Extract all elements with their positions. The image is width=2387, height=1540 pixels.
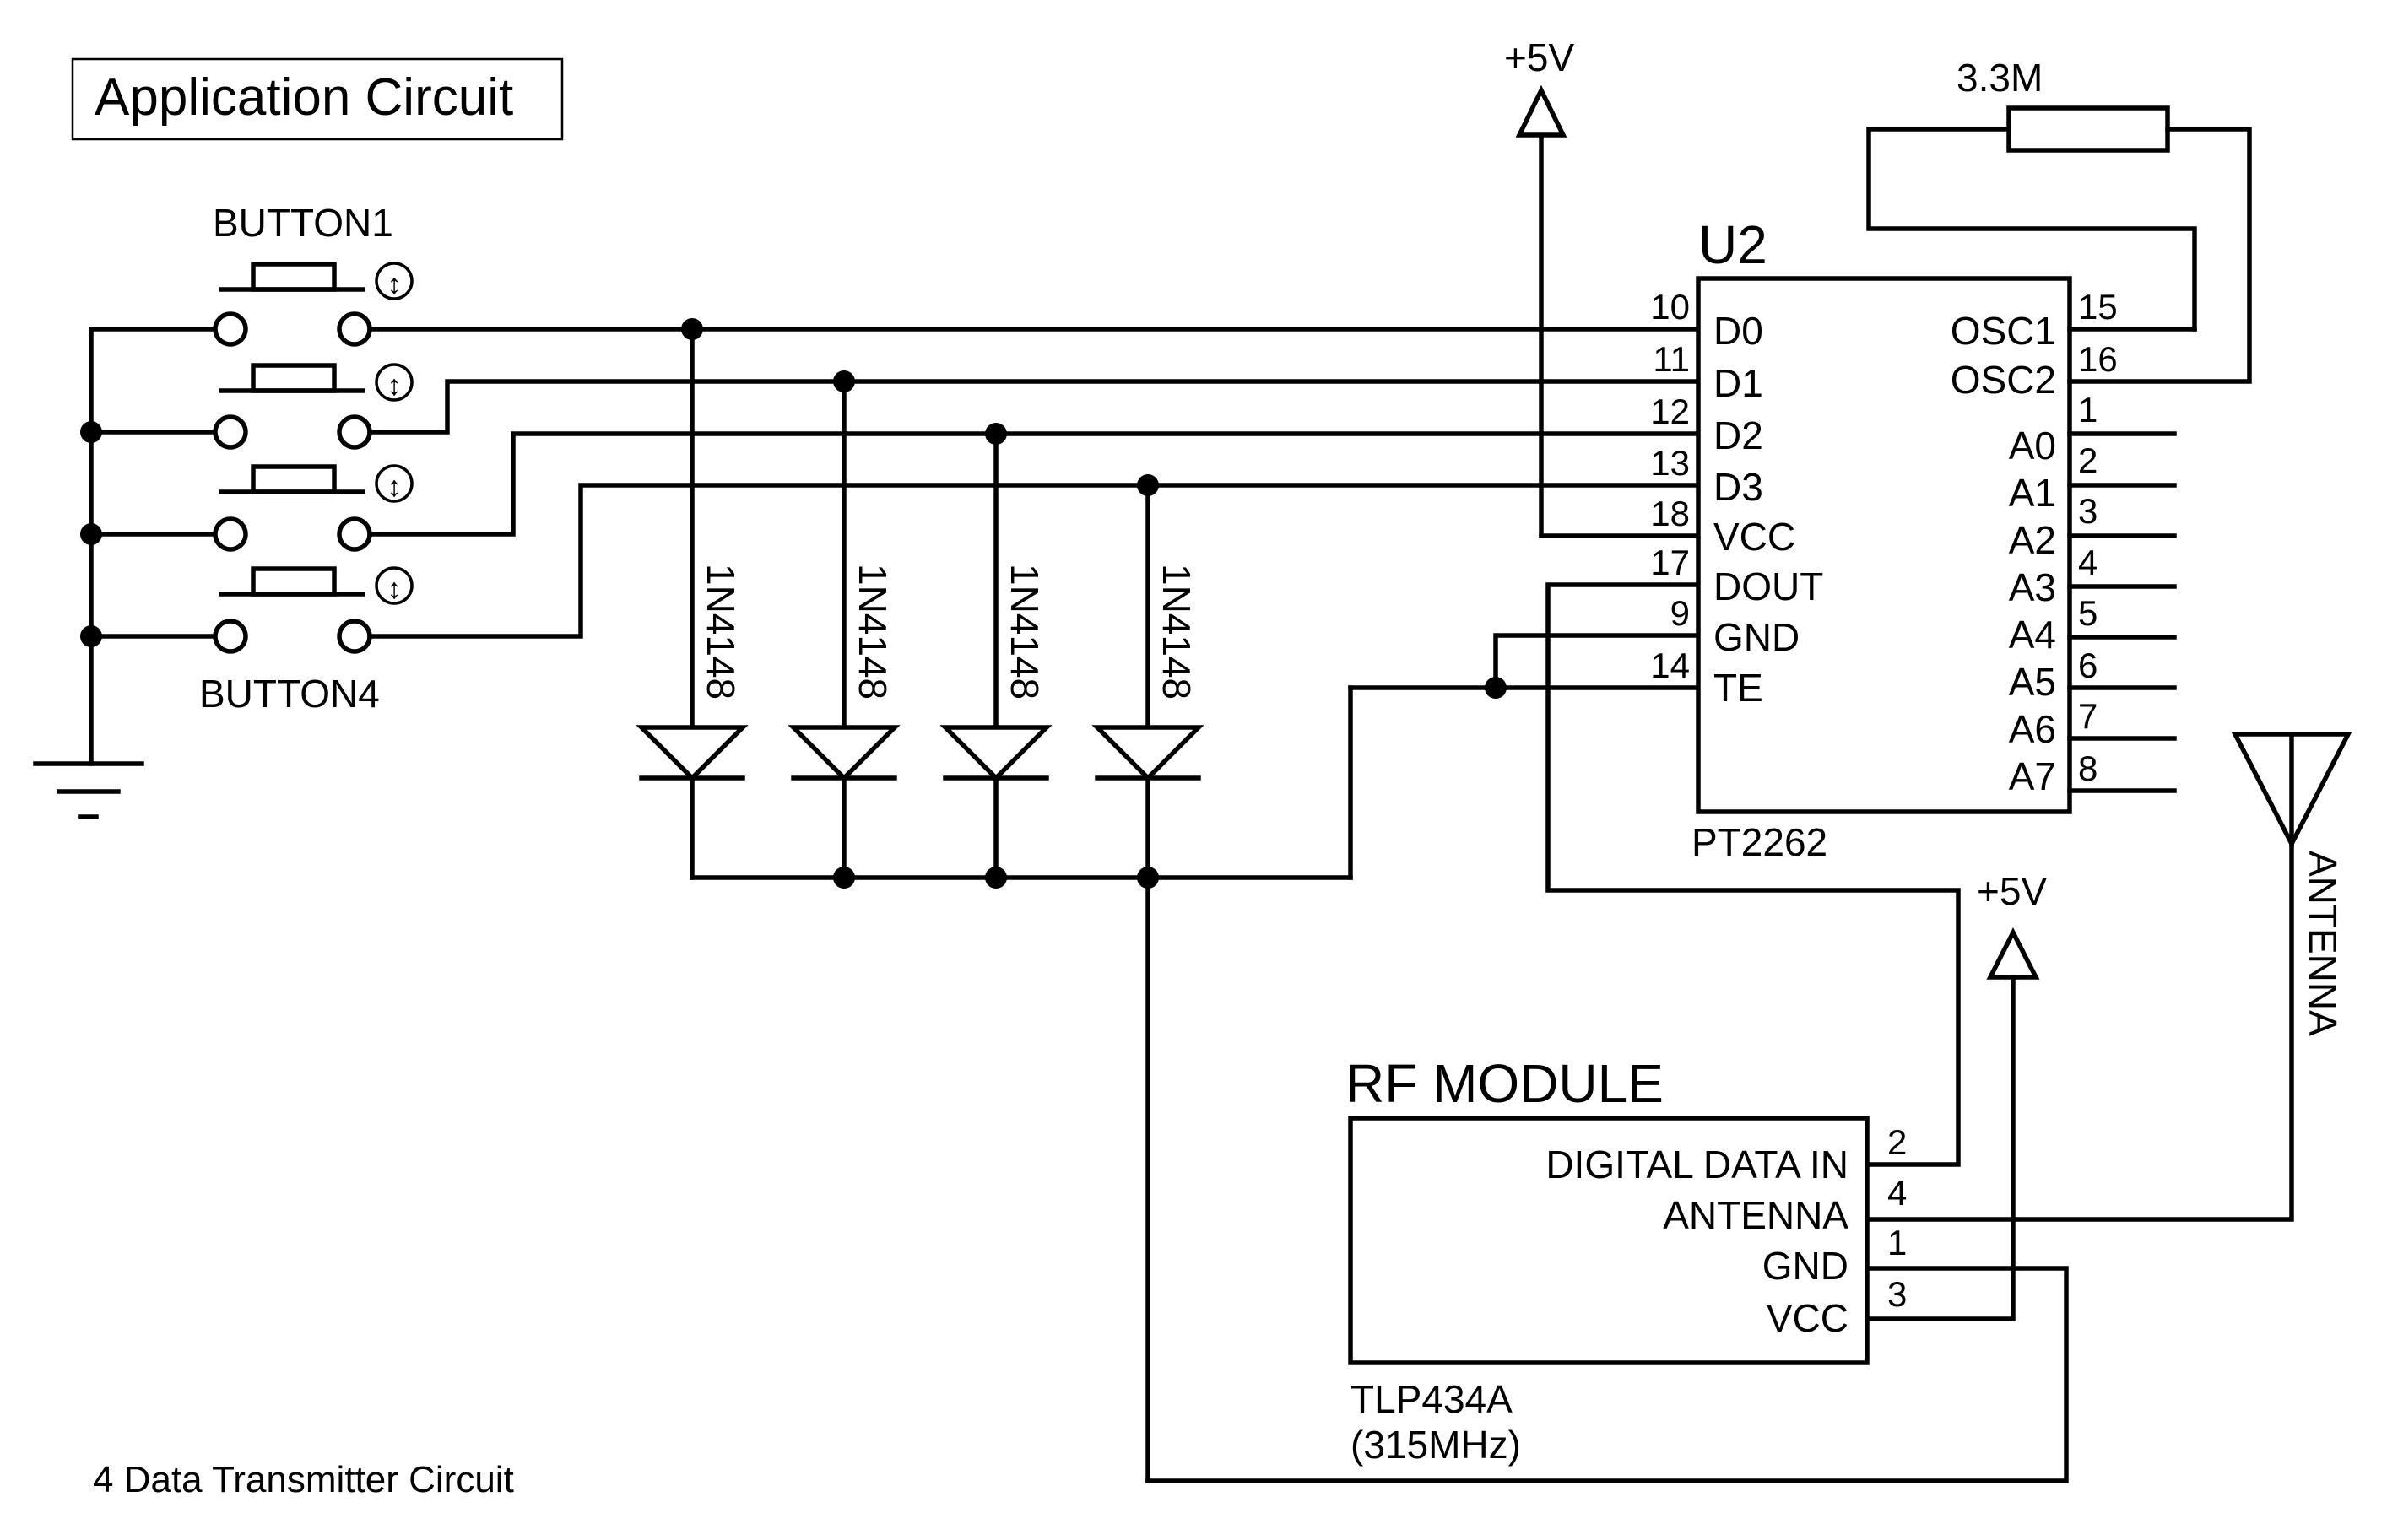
- pin-number: 1: [1887, 1223, 1907, 1262]
- dout-wire: [1545, 582, 1961, 1167]
- pin-name: TE: [1713, 666, 1763, 710]
- te-bus: [690, 677, 1701, 889]
- pin-number: 1: [2078, 390, 2097, 430]
- diode-4-label: 1N4148: [1155, 564, 1199, 700]
- pin-number: 10: [1650, 287, 1690, 327]
- pin-number: 9: [1670, 593, 1690, 633]
- pin-number: 4: [1887, 1173, 1907, 1213]
- pin-name: D1: [1713, 361, 1763, 405]
- svg-text:↕: ↕: [387, 573, 402, 605]
- supply-rf-label: +5V: [1977, 869, 2047, 913]
- pin-name: A6: [2009, 707, 2056, 751]
- pin-number: 14: [1650, 646, 1690, 685]
- pin-name: GND: [1762, 1244, 1848, 1288]
- pin-name: A1: [2009, 471, 2056, 515]
- encoder-right-stubs: [1866, 105, 2252, 793]
- encoder-right-pins: 15 OSC1 16 OSC2 1 A0 2 A1 3 A2 4 A3 5 A4…: [1951, 287, 2118, 798]
- diode-3-label: 1N4148: [1003, 564, 1047, 700]
- pin-number: 8: [2078, 748, 2097, 788]
- pin-name: OSC2: [1951, 358, 2056, 402]
- supply-top-label: +5V: [1504, 35, 1574, 79]
- pin-name: A0: [2009, 424, 2056, 467]
- footer-caption: 4 Data Transmitter Circuit: [93, 1459, 514, 1500]
- pin-number: 18: [1650, 494, 1690, 533]
- rf-module-pins: 2 DIGITAL DATA IN 4 ANTENNA 1 GND 3 VCC: [1545, 1122, 1907, 1340]
- pin-number: 3: [1887, 1274, 1907, 1314]
- pin-number: 6: [2078, 646, 2097, 685]
- pin-number: 16: [2078, 339, 2118, 379]
- pin-name: DOUT: [1713, 565, 1823, 608]
- rf-module-title: RF MODULE: [1345, 1053, 1664, 1114]
- rf-module-freq: (315MHz): [1350, 1423, 1521, 1467]
- pin-name: A3: [2009, 565, 2056, 609]
- pin-name: VCC: [1767, 1296, 1848, 1340]
- gnd-pin-wire: [1493, 633, 1701, 690]
- pin-number: 3: [2078, 491, 2097, 531]
- diode-1: [636, 318, 749, 880]
- encoder-ic: [1696, 276, 2072, 814]
- actuator-icon: ↕: [375, 363, 414, 402]
- pin-number: 7: [2078, 696, 2097, 736]
- page-title: Application Circuit: [95, 68, 513, 127]
- pin-name: VCC: [1713, 515, 1795, 559]
- pin-number: 12: [1650, 392, 1690, 431]
- svg-text:↕: ↕: [387, 370, 402, 402]
- pin-name: A7: [2009, 754, 2056, 798]
- pin-name: OSC1: [1951, 309, 2056, 353]
- rf-module: [1348, 1116, 1870, 1365]
- diode-4: [1091, 474, 1204, 1483]
- pin-name: ANTENNA: [1663, 1193, 1848, 1237]
- ground-symbol: [33, 761, 144, 819]
- diode-2: [788, 370, 901, 880]
- pin-name: A2: [2009, 518, 2056, 562]
- antenna-symbol: [1865, 732, 2352, 1222]
- pin-name: D0: [1713, 309, 1763, 353]
- rf-gnd-wire: [1145, 1266, 2069, 1483]
- button1-label: BUTTON1: [213, 201, 393, 245]
- pin-number: 5: [2078, 593, 2097, 633]
- pin-name: A5: [2009, 660, 2056, 704]
- actuator-icon: ↕: [375, 566, 414, 605]
- actuator-icon: ↕: [375, 464, 414, 503]
- button4-label: BUTTON4: [199, 672, 380, 716]
- pin-number: 15: [2078, 287, 2118, 327]
- actuator-icon: ↕: [375, 262, 414, 300]
- diode-1-label: 1N4148: [699, 564, 743, 700]
- button-4: ↕: [213, 566, 414, 654]
- button-2: ↕: [213, 363, 414, 450]
- svg-text:↕: ↕: [387, 268, 402, 300]
- rf-module-part: TLP434A: [1350, 1377, 1513, 1421]
- ground-bus: [80, 327, 222, 766]
- encoder-ref: U2: [1698, 214, 1767, 275]
- resistor-label: 3.3M: [1957, 56, 2043, 100]
- pin-number: 13: [1650, 443, 1690, 483]
- pin-number: 2: [1887, 1122, 1907, 1162]
- encoder-part: PT2262: [1691, 820, 1827, 864]
- diode-3: [939, 423, 1053, 880]
- rf-vcc-rail: [1865, 927, 2040, 1321]
- pin-number: 2: [2078, 440, 2097, 480]
- pin-name: D2: [1713, 413, 1763, 457]
- antenna-label: ANTENNA: [2301, 851, 2345, 1036]
- pin-number: 11: [1653, 339, 1690, 379]
- button-1: ↕: [213, 262, 414, 347]
- vcc-rail: [1515, 84, 1701, 538]
- pin-name: D3: [1713, 465, 1763, 509]
- button-3: ↕: [213, 464, 414, 552]
- title-box: [71, 57, 564, 141]
- pin-number: 4: [2078, 543, 2097, 582]
- pin-name: DIGITAL DATA IN: [1545, 1143, 1848, 1186]
- svg-text:↕: ↕: [387, 471, 402, 503]
- pin-number: 17: [1650, 543, 1690, 582]
- pin-name: GND: [1713, 615, 1800, 659]
- diode-2-label: 1N4148: [851, 564, 895, 700]
- encoder-left-pins: 10 D0 11 D1 12 D2 13 D3 18 VCC 17 DOUT 9…: [1650, 287, 1823, 710]
- pin-name: A4: [2009, 613, 2056, 657]
